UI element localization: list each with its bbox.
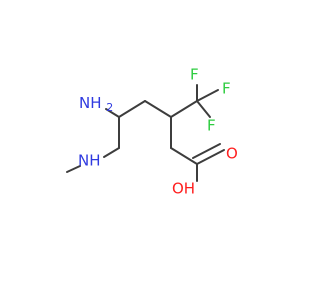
bond-cf3-f-lower <box>196 100 211 118</box>
atom-nh-methyl: NH <box>78 152 101 170</box>
bond-cf3-f-right <box>196 89 219 102</box>
molecule-canvas: F F F NH 2 NH O OH <box>66 65 238 198</box>
atom-nh2-subscript: 2 <box>106 101 113 114</box>
atom-f-top: F <box>190 66 199 84</box>
bond-c5-c4 <box>118 100 146 118</box>
atom-o-carbonyl: O <box>226 145 238 163</box>
bond-c1-o-double-b <box>192 143 221 159</box>
atom-f-right: F <box>222 80 231 98</box>
atom-oh: OH <box>172 180 195 198</box>
atom-labels: F F F NH 2 NH O OH <box>78 66 238 198</box>
structure-diagram: F F F NH 2 NH O OH <box>66 66 238 198</box>
bond-c4-c3 <box>144 100 172 118</box>
bond-c1-o-double-a <box>196 149 225 165</box>
bonds <box>66 84 225 182</box>
bond-c3-cf3 <box>170 100 198 118</box>
bond-c6-nh <box>103 147 120 158</box>
bond-nh-ch3 <box>66 165 81 173</box>
atom-nh2: NH 2 <box>79 94 113 115</box>
atom-f-lower: F <box>207 117 216 135</box>
bond-nh2-c5 <box>105 108 120 118</box>
bond-c2-c1 <box>170 147 198 165</box>
atom-nh2-main: NH <box>79 94 102 112</box>
